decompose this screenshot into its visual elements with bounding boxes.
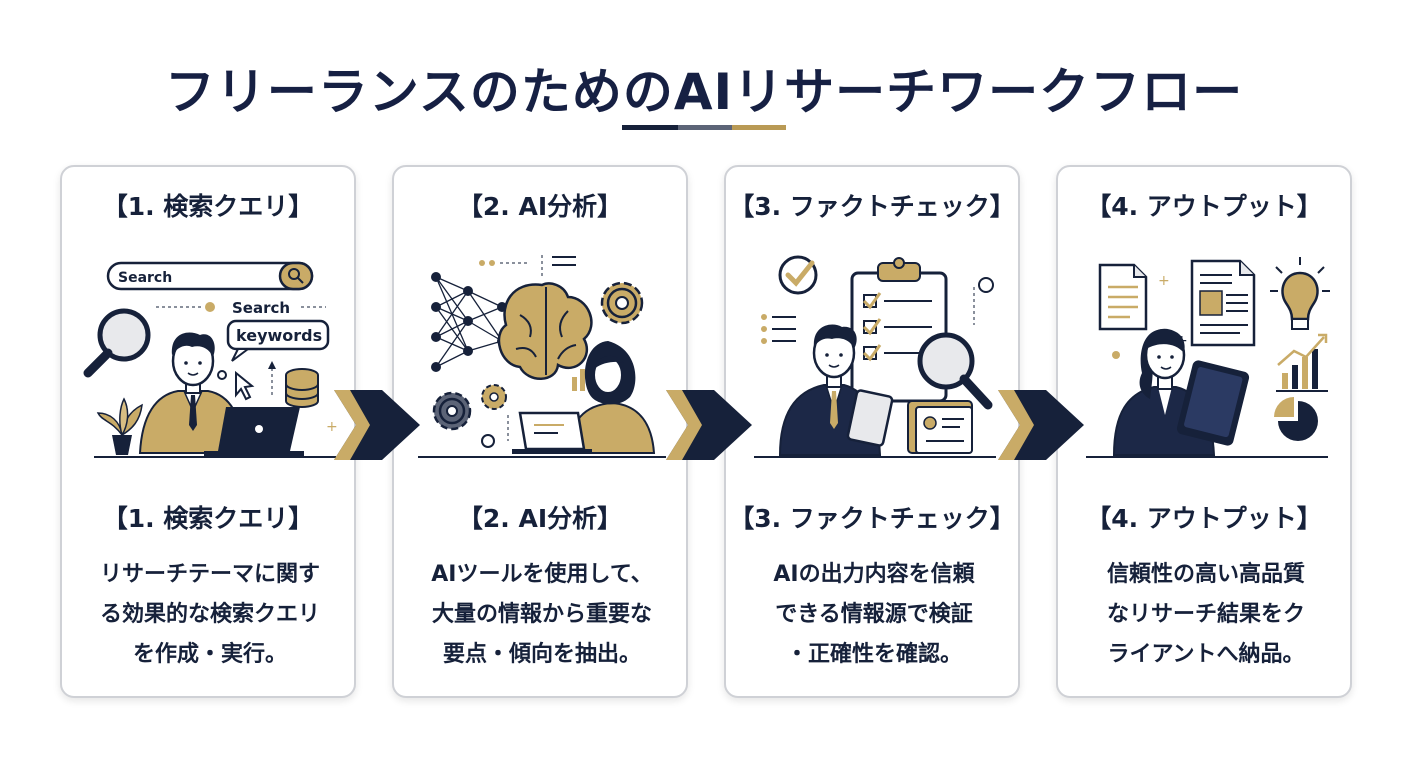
gear-icon bbox=[600, 281, 644, 325]
flow-arrow bbox=[998, 390, 1084, 460]
magnifier-icon bbox=[917, 332, 993, 410]
step-card-fact-check: 【3. ファクトチェック】 bbox=[724, 165, 1020, 698]
step-heading: 【3. ファクトチェック】 bbox=[729, 192, 1015, 221]
step-heading: 【1. 検索クエリ】 bbox=[102, 192, 314, 221]
gear-icon bbox=[432, 391, 472, 431]
step-card-output: 【4. アウトプット】 + bbox=[1056, 165, 1352, 698]
description-line: なリサーチ結果をク bbox=[1106, 602, 1305, 627]
flow-arrow bbox=[334, 390, 420, 460]
step-description: リサーチテーマに関す る効果的な検索クエリ を作成・実行。 bbox=[82, 555, 338, 675]
description-line: 大量の情報から重要な bbox=[431, 602, 652, 627]
magnifier-icon bbox=[83, 308, 151, 378]
tablet-icon bbox=[846, 389, 894, 447]
title-underline bbox=[622, 125, 786, 130]
cursor-icon bbox=[217, 370, 255, 401]
person-illustration bbox=[138, 332, 246, 454]
person-illustration bbox=[566, 341, 656, 454]
neural-network-icon bbox=[435, 276, 503, 368]
step-description: AIツールを使用して、 大量の情報から重要な 要点・傾向を抽出。 bbox=[414, 555, 670, 675]
bubble-small-text: Search bbox=[232, 299, 290, 317]
step-subheading: 【1. 検索クエリ】 bbox=[102, 504, 314, 533]
brain-icon bbox=[497, 282, 593, 380]
tablet-icon bbox=[1176, 360, 1250, 446]
step-heading: 【4. アウトプット】 bbox=[1086, 192, 1322, 221]
pie-chart-icon bbox=[1274, 397, 1318, 441]
checkmark-icon bbox=[778, 255, 818, 295]
keywords-bubble: keywords bbox=[226, 319, 330, 362]
description-line: ライアントへ納品。 bbox=[1107, 642, 1305, 667]
list-lines-icon bbox=[761, 314, 796, 344]
step-subheading: 【2. AI分析】 bbox=[457, 504, 623, 533]
gear-icon bbox=[481, 384, 507, 410]
step-description: AIの出力内容を信頼 できる情報源で検証 ・正確性を確認。 bbox=[746, 555, 1002, 675]
output-illustration: + + bbox=[1086, 257, 1330, 458]
plant-icon bbox=[96, 397, 143, 455]
description-line: る効果的な検索クエリ bbox=[99, 602, 320, 627]
bubble-main-text: keywords bbox=[236, 326, 322, 345]
search-bar-icon: Search bbox=[106, 261, 314, 291]
description-line: AIの出力内容を信頼 bbox=[773, 562, 975, 587]
flow-arrow bbox=[666, 390, 752, 460]
growth-chart-icon bbox=[1276, 333, 1328, 392]
step-subheading: 【3. ファクトチェック】 bbox=[729, 504, 1015, 533]
svg-text:+: + bbox=[326, 419, 338, 435]
ai-analysis-illustration bbox=[418, 255, 666, 458]
step-heading: 【2. AI分析】 bbox=[457, 192, 623, 221]
report-icon bbox=[1190, 259, 1256, 347]
description-line: 要点・傾向を抽出。 bbox=[442, 642, 641, 667]
step-card-search-query: 【1. 検索クエリ】 Search Search keywords bbox=[60, 165, 356, 698]
description-line: を作成・実行。 bbox=[132, 642, 287, 667]
step-description: 信頼性の高い高品質 なリサーチ結果をク ライアントへ納品。 bbox=[1078, 555, 1334, 675]
description-line: リサーチテーマに関す bbox=[99, 562, 320, 587]
description-line: AIツールを使用して、 bbox=[431, 562, 653, 587]
document-icon bbox=[907, 400, 973, 454]
step-card-ai-analysis: 【2. AI分析】 bbox=[392, 165, 688, 698]
description-line: 信頼性の高い高品質 bbox=[1106, 562, 1305, 587]
search-box-text: Search bbox=[118, 270, 172, 286]
laptop-icon bbox=[512, 411, 592, 454]
laptop-icon bbox=[204, 407, 304, 456]
search-query-illustration: Search Search keywords bbox=[83, 261, 338, 458]
document-icon bbox=[1098, 263, 1148, 331]
description-line: できる情報源で検証 bbox=[775, 602, 973, 627]
page-title: フリーランスのためのAIリサーチワークフロー bbox=[164, 63, 1244, 121]
description-line: ・正確性を確認。 bbox=[785, 642, 962, 667]
fact-check-illustration bbox=[754, 255, 996, 458]
database-icon bbox=[285, 368, 319, 408]
svg-text:+: + bbox=[1158, 273, 1170, 289]
step-subheading: 【4. アウトプット】 bbox=[1086, 504, 1322, 533]
lightbulb-icon bbox=[1270, 257, 1330, 330]
